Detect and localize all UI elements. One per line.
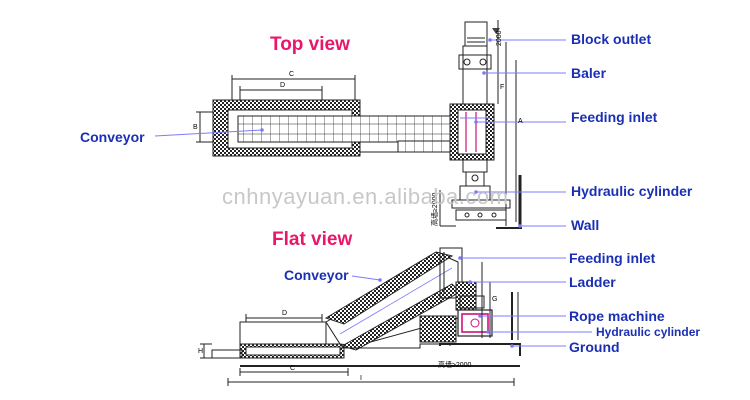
top-view-title: Top view [270, 34, 350, 55]
watermark: cnhnyayuan.en.alibaba.com [222, 184, 509, 209]
flat-pit [439, 343, 521, 356]
label-wall: Wall [571, 217, 600, 233]
top-block-outlet [464, 21, 488, 47]
label-hydraulic-cylinder-top: Hydraulic cylinder [571, 183, 693, 199]
top-cyl-foot [455, 209, 507, 221]
flat-pointers [351, 257, 592, 347]
flat-pointer-dots [378, 256, 514, 348]
dim-c-top: C [289, 71, 295, 78]
dim-2000-top: 2000 [496, 30, 503, 46]
top-support-strip [397, 140, 455, 153]
label-baler: Baler [571, 65, 607, 81]
top-pointer-dots [260, 38, 522, 228]
top-conveyor-belt [237, 115, 457, 143]
dim-d-top: D [280, 82, 286, 89]
label-block-outlet: Block outlet [571, 31, 652, 47]
label-feeding-inlet-top: Feeding inlet [571, 109, 658, 125]
flat-view-drawing [200, 247, 521, 386]
dim-g-flat: G [492, 296, 498, 303]
flat-view-title: Flat view [272, 229, 353, 250]
dim-a-top: A [518, 118, 523, 125]
top-view-drawing [196, 20, 522, 229]
label-feeding-inlet-flat: Feeding inlet [569, 250, 656, 266]
label-conveyor-top: Conveyor [80, 129, 145, 145]
label-ground: Ground [569, 339, 620, 355]
label-rope-machine: Rope machine [569, 308, 665, 324]
top-cyl-upper [462, 159, 488, 173]
label-ladder: Ladder [569, 274, 616, 290]
label-conveyor-flat: Conveyor [284, 267, 349, 283]
dim-h-flat: H [198, 348, 204, 355]
flat-feed-head [439, 247, 463, 299]
flat-ladder-base [419, 315, 457, 343]
top-pointers [154, 39, 566, 227]
top-cyl-plate [451, 199, 511, 209]
dim-b-top: B [193, 124, 198, 131]
dim-floor-flat: 高墙≥2000 [438, 362, 472, 369]
dim-d-flat: D [282, 310, 288, 317]
label-hydraulic-cylinder-flat: Hydraulic cylinder [596, 325, 701, 339]
dim-c-flat: C [290, 365, 296, 372]
flat-rope-machine [457, 309, 493, 337]
dim-i-flat: I [360, 375, 362, 382]
flat-incline-upper [324, 251, 454, 325]
flat-hopper [239, 321, 327, 345]
top-baler-cap [458, 54, 492, 70]
dim-f-top: F [500, 84, 505, 91]
